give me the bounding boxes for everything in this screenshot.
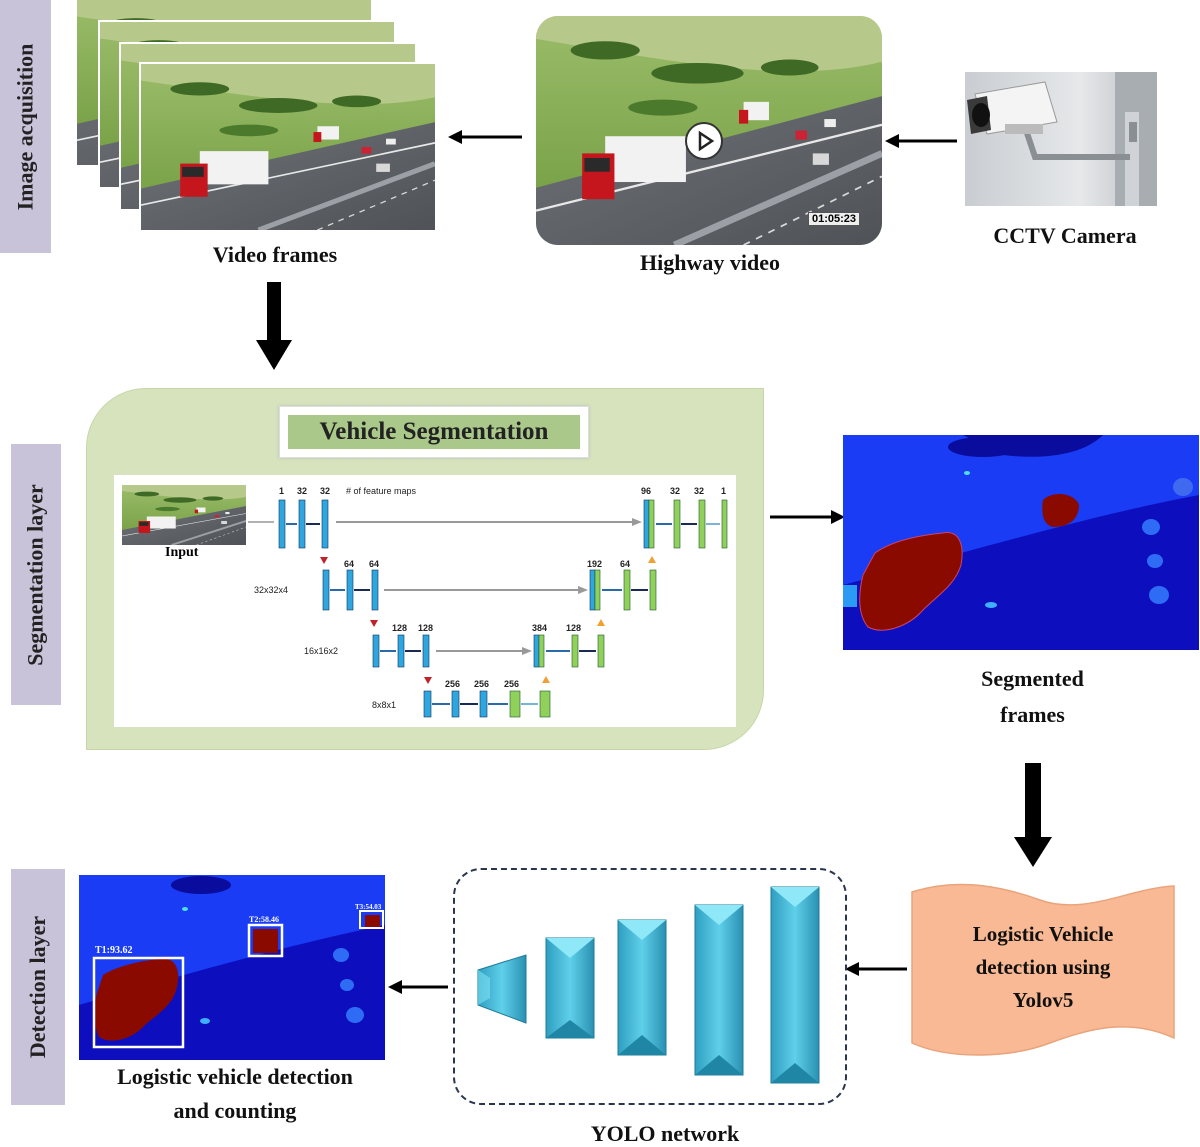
highway-video-caption: Highway video: [640, 250, 780, 275]
arrow-down-to-segmentation: [256, 282, 292, 370]
arrow-left-to-video: [885, 134, 957, 148]
detection-result-image: [79, 875, 385, 1060]
unet-row4-label: 256: [504, 679, 520, 689]
detection-caption-1: Logistic vehicle detection: [117, 1064, 353, 1089]
arrow-left-to-detection: [388, 980, 448, 994]
segmented-frames-caption-1: Segmented: [981, 666, 1084, 691]
unet-row1-label: 32: [320, 486, 331, 496]
arrow-left-to-frames: [448, 130, 522, 144]
unet-row4-label: 256: [474, 679, 490, 689]
unet-row3-label: 384: [532, 623, 548, 633]
unet-row1-label: 1: [279, 486, 285, 496]
unet-row3-label: 128: [392, 623, 408, 633]
video-frame-front: [139, 62, 437, 232]
yolov5-box-text: Logistic Vehicle detection using Yolov5: [925, 918, 1161, 1017]
unet-row2-label: 64: [344, 559, 355, 569]
unet-level-label: 8x8x1: [372, 700, 397, 710]
section-label-segmentation: Segmentation layer: [11, 444, 61, 705]
video-timestamp: 01:05:23: [808, 212, 861, 226]
cctv-camera-icon: [967, 72, 1157, 206]
unet-row3-label: 128: [418, 623, 434, 633]
segmentation-title: Vehicle Segmentation: [288, 415, 580, 449]
highway-video-player[interactable]: 01:05:23: [536, 16, 882, 245]
yolo-network-caption: YOLO network: [590, 1121, 740, 1146]
unet-input-label: Input: [165, 545, 199, 560]
section-label-detection-text: Detection layer: [25, 915, 51, 1059]
detection-label-t1: T1:93.62: [95, 945, 133, 956]
unet-labels: 1 32 32 # of feature maps 96 32 32 1 64 …: [114, 475, 736, 727]
unet-architecture: [248, 499, 728, 718]
detection-label-t2: T2:58.46: [249, 915, 279, 924]
yolov5-line-1: Logistic Vehicle: [972, 922, 1114, 946]
unet-row2-label: 64: [369, 559, 380, 569]
section-label-acquisition: Image acquisition: [0, 0, 51, 253]
yolo-network-frame: [453, 868, 847, 1105]
unet-row1-label: 1: [721, 486, 727, 496]
unet-row1-label: 32: [670, 486, 681, 496]
play-icon[interactable]: [685, 122, 723, 160]
section-label-acquisition-text: Image acquisition: [12, 43, 38, 210]
video-frames-caption: Video frames: [212, 242, 338, 267]
segmented-frame-image: [843, 435, 1199, 650]
unet-row2-label: 192: [587, 559, 603, 569]
section-label-segmentation-text: Segmentation layer: [23, 483, 48, 666]
segmented-frames-caption-2: frames: [1000, 702, 1065, 727]
unet-level-label: 32x32x4: [254, 585, 289, 595]
cctv-camera-caption: CCTV Camera: [993, 223, 1137, 248]
unet-row1-label: 32: [297, 486, 308, 496]
section-label-detection: Detection layer: [11, 869, 65, 1105]
unet-row3-label: 128: [566, 623, 582, 633]
arrow-right-to-segmented: [770, 510, 845, 524]
unet-row2-label: 64: [620, 559, 631, 569]
unet-row1-label: 96: [641, 486, 652, 496]
unet-level-label: 16x16x2: [304, 646, 339, 656]
unet-row4-label: 256: [445, 679, 461, 689]
feature-maps-label: # of feature maps: [346, 486, 417, 496]
yolov5-box: [911, 883, 1175, 1056]
unet-row1-label: 32: [694, 486, 705, 496]
detection-caption-2: and counting: [173, 1098, 297, 1123]
arrow-down-to-yolov5: [1014, 763, 1052, 867]
cctv-camera-photo: [965, 72, 1157, 206]
arrow-left-to-yolo: [845, 962, 907, 976]
segmentation-title-box: Vehicle Segmentation: [279, 406, 589, 458]
detection-label-t3: T3:54.03: [355, 903, 382, 911]
yolov5-line-3: Yolov5: [1012, 988, 1074, 1012]
yolov5-line-2: detection using: [975, 955, 1111, 979]
yolo-network-blocks: [477, 886, 820, 1084]
